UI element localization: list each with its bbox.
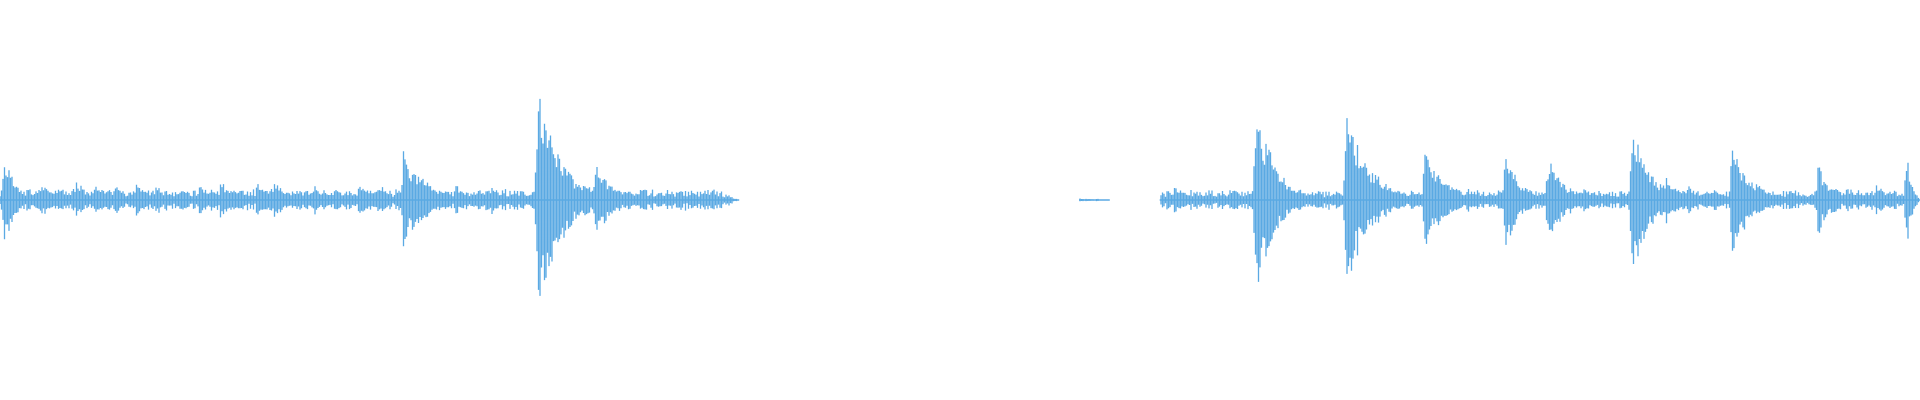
waveform-samples bbox=[0, 98, 1920, 296]
